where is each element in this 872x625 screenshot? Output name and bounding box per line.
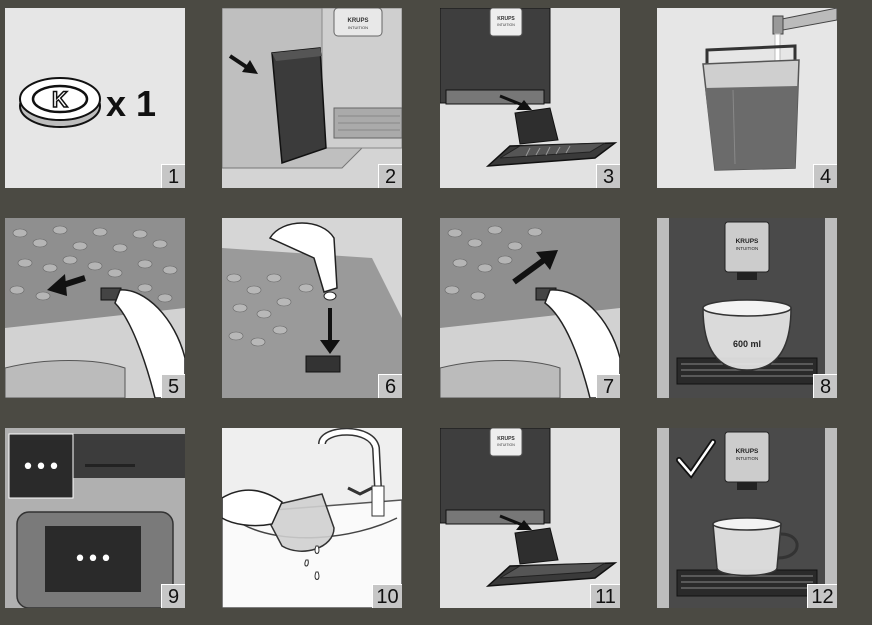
step-panel-7: 7 — [440, 218, 620, 398]
close-cover-illustration — [440, 218, 620, 398]
step-panel-10: 10 — [222, 428, 402, 608]
container-volume-label: 600 ml — [733, 339, 761, 349]
open-cover-illustration — [5, 218, 185, 398]
rinse-container-illustration — [222, 428, 402, 608]
coffee-beans — [226, 273, 314, 347]
tablet-illustration: K x 1 — [19, 77, 156, 128]
coffee-beans — [9, 225, 178, 303]
step-number-9: 9 — [161, 584, 185, 608]
display-dots: ••• — [74, 547, 113, 572]
fill-tank-illustration — [702, 8, 837, 171]
finger — [114, 289, 185, 398]
cup-icon — [712, 523, 782, 577]
brand-label: KRUPS — [347, 18, 368, 24]
svg-text:INTUITION: INTUITION — [736, 246, 759, 251]
drip-tray-removal-illustration-2: KRUPS INTUITION — [440, 428, 620, 608]
cup-handle — [777, 532, 799, 560]
step-number-1: 1 — [161, 164, 185, 188]
container-under-spout-illustration: KRUPS INTUITION 600 ml — [657, 218, 837, 398]
display-illustration: ••• ••• — [5, 428, 185, 608]
coffee-beans — [444, 225, 543, 301]
svg-text:KRUPS: KRUPS — [497, 436, 515, 442]
drip-tray-removal-illustration: KRUPS INTUITION — [440, 8, 620, 188]
step-panel-3: KRUPS INTUITION 3 — [440, 8, 620, 188]
arrow-icon — [228, 54, 250, 70]
tablet-logo-ring — [31, 84, 89, 114]
step-number-7: 7 — [596, 374, 620, 398]
step-number-12: 12 — [807, 584, 837, 608]
svg-text:KRUPS: KRUPS — [736, 238, 759, 245]
arrow-icon — [516, 520, 532, 530]
display-screen — [45, 526, 141, 592]
step-panel-5: 5 — [5, 218, 185, 398]
arrow-icon — [536, 250, 558, 270]
svg-text:INTUITION: INTUITION — [736, 456, 759, 461]
arrow-icon — [47, 274, 67, 296]
finger — [544, 289, 620, 398]
completed-cup-illustration: KRUPS INTUITION — [657, 428, 837, 608]
step-panel-6: 6 — [222, 218, 402, 398]
step-panel-9: ••• ••• 9 — [5, 428, 185, 608]
step-number-4: 4 — [813, 164, 837, 188]
display-zoom-inset — [8, 433, 74, 499]
step-number-5: 5 — [161, 374, 185, 398]
svg-text:•••: ••• — [22, 455, 61, 480]
step-panel-11: KRUPS INTUITION 11 — [440, 428, 620, 608]
svg-text:KRUPS: KRUPS — [736, 448, 759, 455]
step-panel-1: K x 1 1 — [5, 8, 185, 188]
measuring-container — [702, 307, 792, 371]
step-number-2: 2 — [378, 164, 402, 188]
step-number-10: 10 — [372, 584, 402, 608]
step-panel-12: KRUPS INTUITION 12 — [657, 428, 837, 608]
step-panel-4: 4 — [657, 8, 837, 188]
insert-tablet-illustration — [222, 218, 402, 398]
svg-text:KRUPS: KRUPS — [497, 16, 515, 22]
arrow-icon — [320, 340, 340, 354]
hand — [222, 489, 283, 527]
water-tank-removal-illustration: KRUPS INTUITION — [222, 8, 402, 188]
step-number-3: 3 — [596, 164, 620, 188]
svg-text:INTUITION: INTUITION — [348, 25, 368, 30]
tablet-top — [19, 77, 101, 121]
tablet-letter: K — [52, 87, 68, 112]
sink — [222, 499, 402, 608]
step-panel-8: KRUPS INTUITION 600 ml 8 — [657, 218, 837, 398]
svg-text:INTUITION: INTUITION — [497, 443, 515, 447]
water-tank — [271, 47, 327, 165]
step-number-6: 6 — [378, 374, 402, 398]
tap-icon — [772, 15, 784, 35]
step-panel-2: KRUPS INTUITION 2 — [222, 8, 402, 188]
step-number-11: 11 — [590, 584, 620, 608]
hand — [268, 222, 338, 293]
svg-text:INTUITION: INTUITION — [497, 23, 515, 27]
tablet-quantity: x 1 — [106, 83, 156, 124]
tablet-slot — [305, 355, 341, 373]
step-number-8: 8 — [813, 374, 837, 398]
